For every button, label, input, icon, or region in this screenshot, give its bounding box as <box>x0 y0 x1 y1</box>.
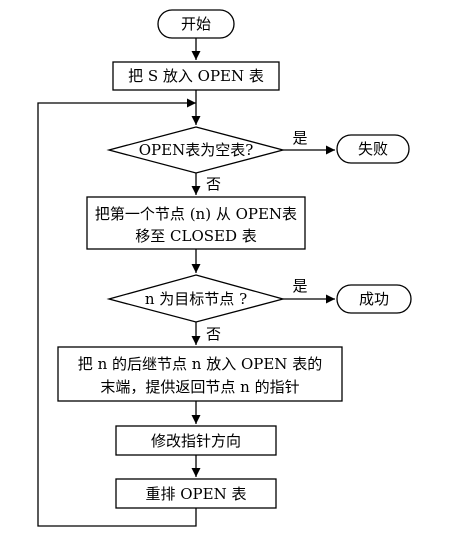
empty-no-label: 否 <box>206 175 221 193</box>
expand-label-line2: 末端，提供返回节点 n 的指针 <box>100 378 299 396</box>
start-node: 开始 <box>157 9 235 39</box>
empty-check-decision: OPEN表为空表? <box>106 126 286 174</box>
goal-no-label: 否 <box>206 325 221 343</box>
goal-yes-label: 是 <box>292 277 307 295</box>
expand-node: 把 n 的后继节点 n 放入 OPEN 表的 末端，提供返回节点 n 的指针 <box>57 346 343 402</box>
move-label-line1: 把第一个节点 (n) 从 OPEN表 <box>95 205 297 223</box>
start-label: 开始 <box>181 15 211 33</box>
modify-label: 修改指针方向 <box>151 432 241 450</box>
reorder-label: 重排 OPEN 表 <box>145 485 246 503</box>
init-label: 把 S 放入 OPEN 表 <box>128 67 264 85</box>
empty-yes-label: 是 <box>292 129 307 147</box>
goal-check-label: n 为目标节点 ? <box>145 290 247 308</box>
fail-label: 失败 <box>358 140 388 158</box>
empty-check-label: OPEN表为空表? <box>139 141 254 159</box>
init-node: 把 S 放入 OPEN 表 <box>112 61 280 91</box>
modify-node: 修改指针方向 <box>115 425 277 456</box>
fail-node: 失败 <box>336 134 410 164</box>
expand-label-line1: 把 n 的后继节点 n 放入 OPEN 表的 <box>78 355 322 373</box>
reorder-node: 重排 OPEN 表 <box>115 478 277 509</box>
move-node: 把第一个节点 (n) 从 OPEN表 移至 CLOSED 表 <box>86 196 306 250</box>
goal-check-decision: n 为目标节点 ? <box>106 274 286 323</box>
success-label: 成功 <box>359 290 389 308</box>
edge-loop-back <box>37 98 197 527</box>
move-label-line2: 移至 CLOSED 表 <box>135 227 257 245</box>
success-node: 成功 <box>336 284 412 314</box>
